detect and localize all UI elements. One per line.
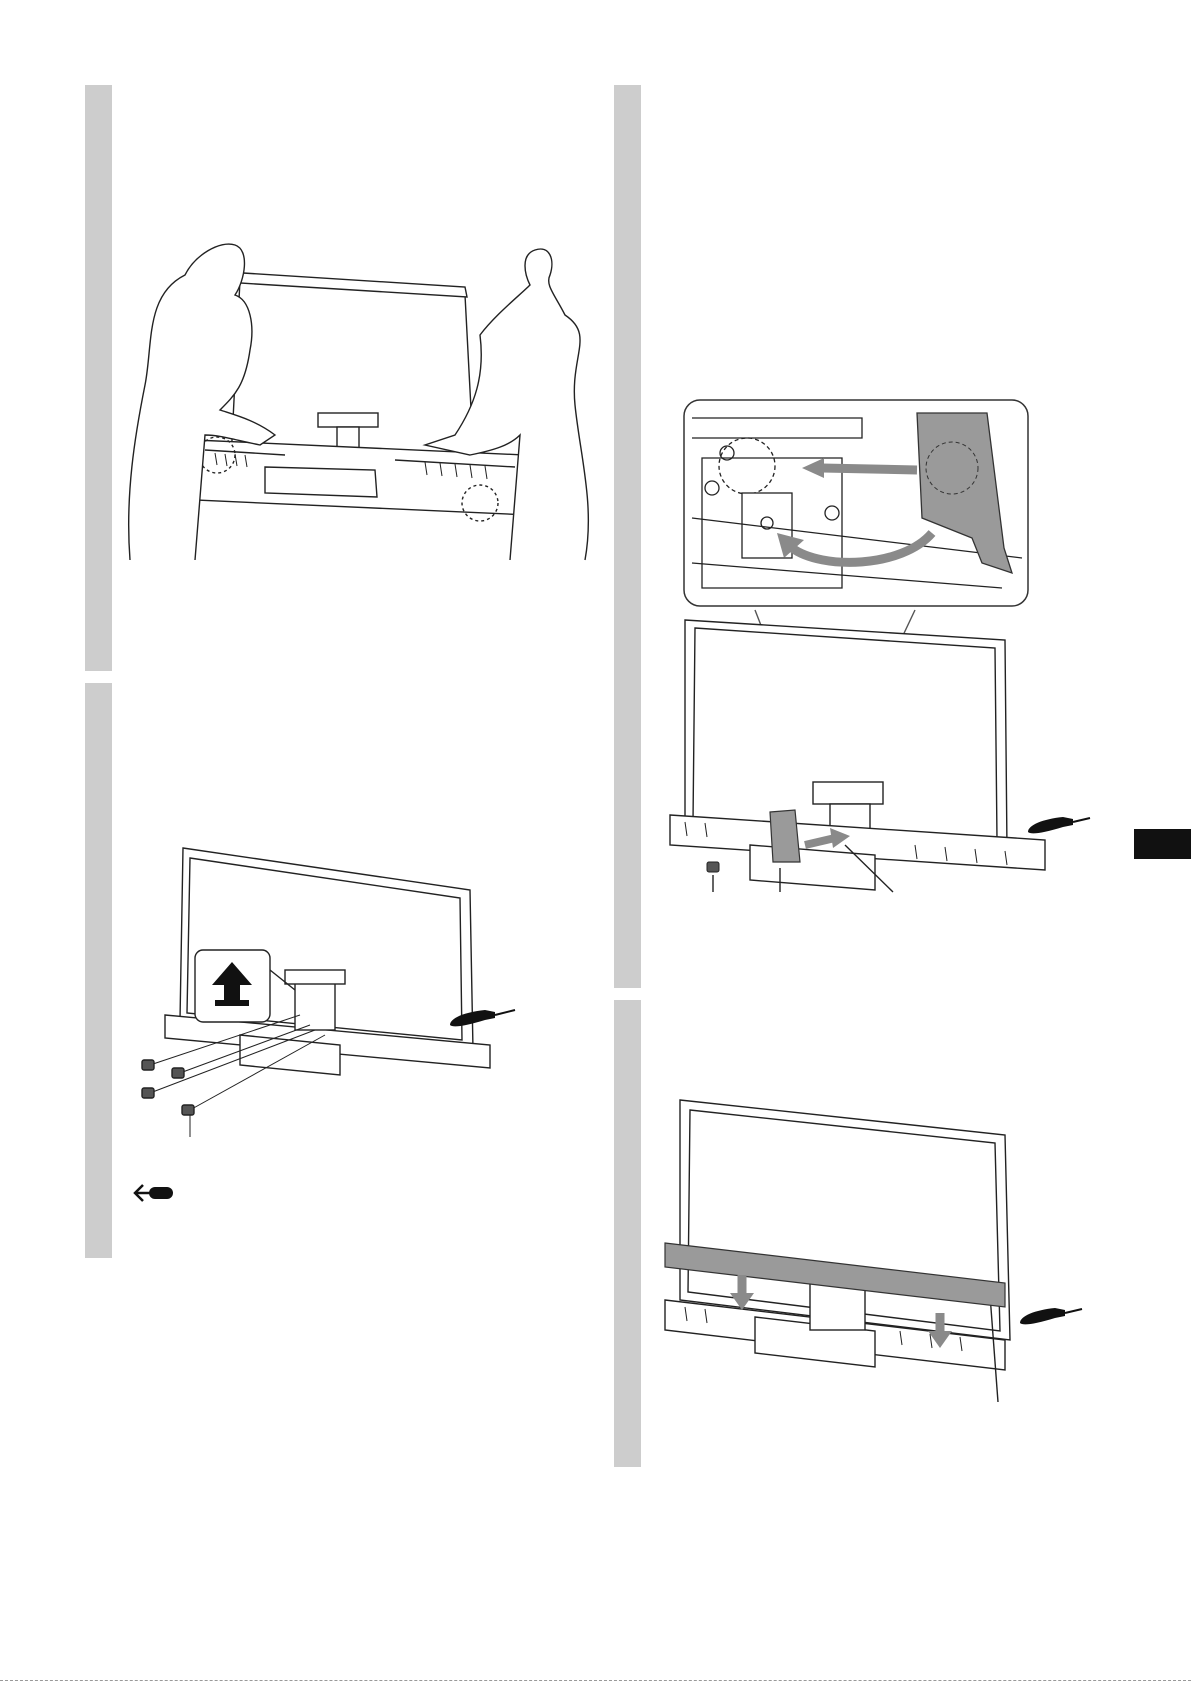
step-4-bar [614, 1000, 641, 1467]
tv-rear-stand-cover-icon [660, 1095, 1080, 1415]
detail-zoom-icon [682, 398, 1030, 608]
go-back-arrow-icon [133, 1183, 175, 1203]
tv-rear-screws-icon [135, 840, 555, 1120]
tv-rear-neck-cover-icon [665, 600, 1085, 920]
bottom-rule [0, 1680, 1191, 1681]
step-3-bar [614, 85, 641, 988]
language-tab [1134, 829, 1191, 859]
step-1-bar [85, 85, 112, 671]
two-people-lifting-tv-icon [125, 235, 595, 565]
screwdriver-icon [1020, 1308, 1082, 1324]
step-2-bar [85, 683, 112, 1258]
screwdriver-icon [1028, 817, 1090, 833]
